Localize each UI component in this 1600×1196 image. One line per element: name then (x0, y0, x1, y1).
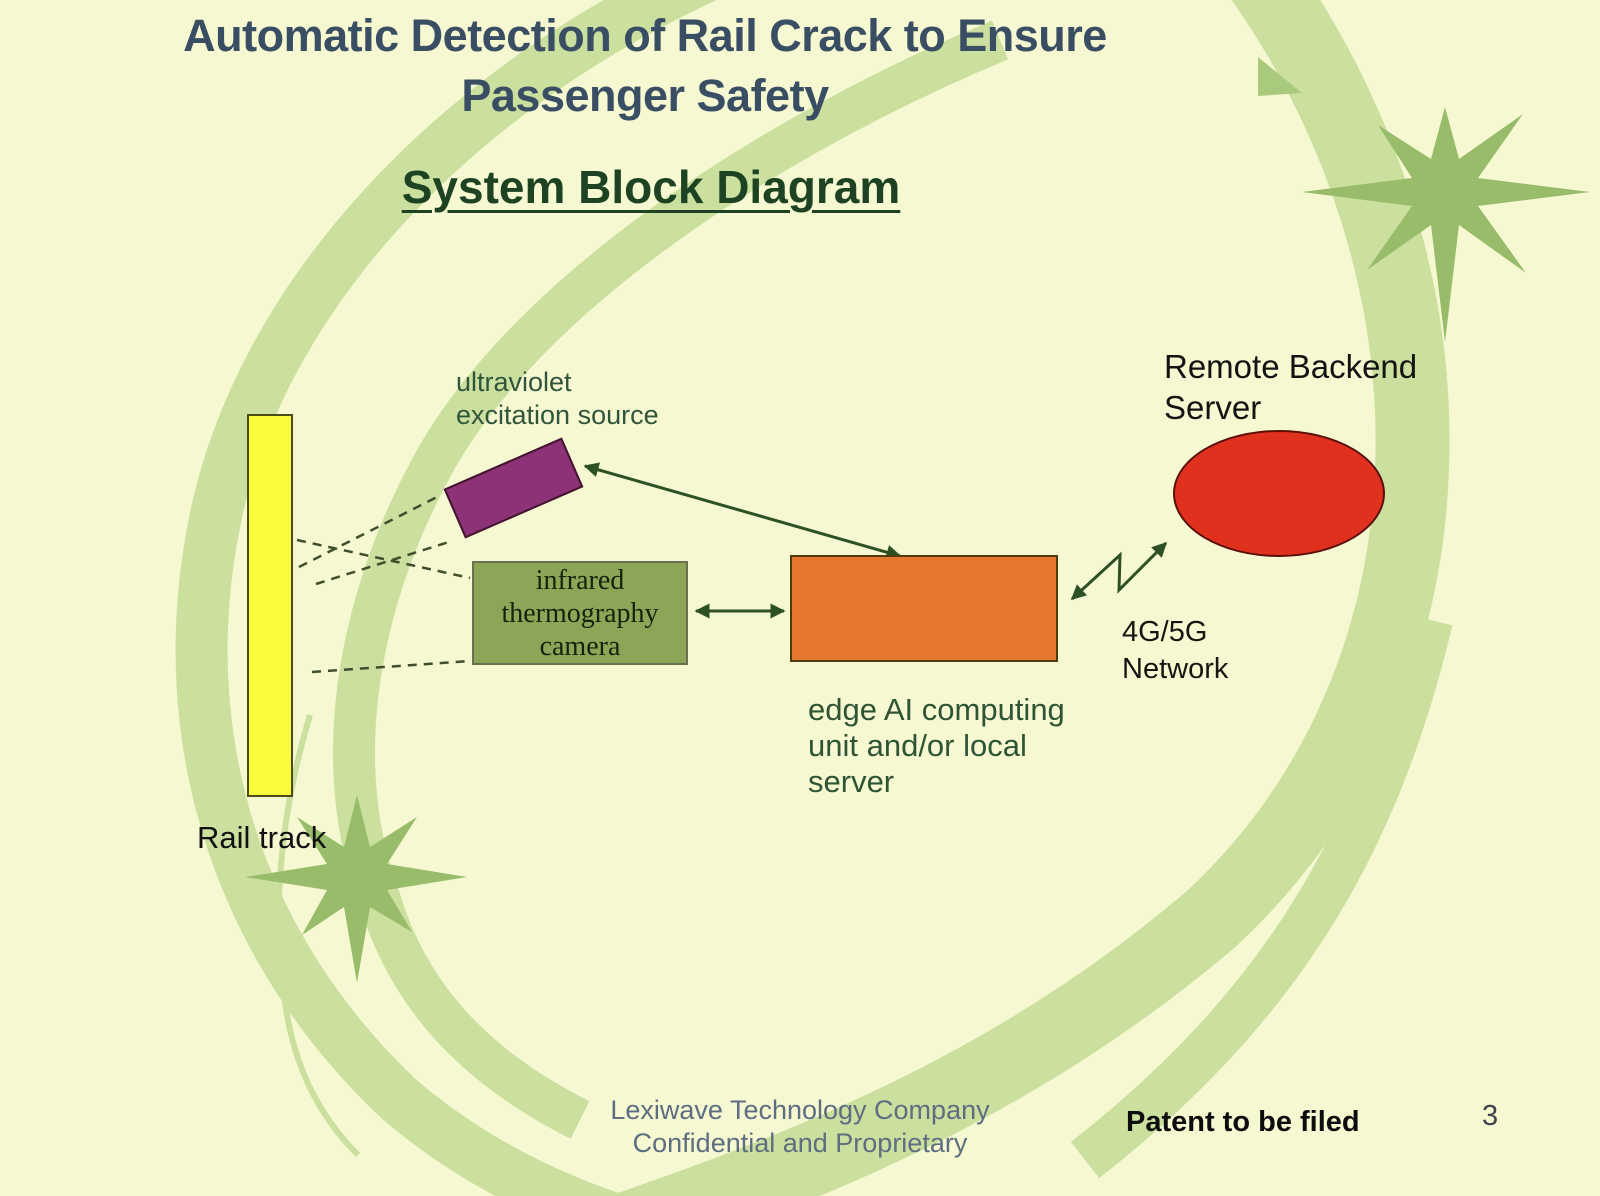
rail-beam-dashed-line-3 (315, 539, 453, 586)
page-number: 3 (1482, 1100, 1499, 1132)
starburst-bottom-left-icon (245, 795, 467, 983)
uv-edgeai-double-arrow (583, 462, 902, 560)
backend-server-shape (1173, 430, 1385, 557)
corner-wedge (1258, 57, 1302, 96)
network-label: 4G/5G Network (1122, 616, 1229, 685)
background-swoosh-left-outer (175, 0, 718, 1196)
rail-track-label: Rail track (197, 820, 327, 855)
slide-title-line1: Automatic Detection of Rail Crack to Ens… (183, 10, 1107, 61)
background-swoosh-right-inner (1070, 614, 1453, 1179)
backend-server-label: Remote Backend Server (1164, 348, 1418, 426)
ir-camera-shape: infrared thermography camera (472, 561, 688, 665)
edge-ai-shape (790, 555, 1058, 662)
rail-beam-dashed-line-4 (311, 659, 471, 674)
slide-subtitle: System Block Diagram (401, 161, 901, 213)
ir-camera-label-line3: camera (539, 630, 621, 662)
footer-company-line2: Confidential and Proprietary (632, 1128, 968, 1158)
rail-beam-dashed-line-1 (298, 495, 438, 569)
ir-camera-label-line2: thermography (501, 597, 659, 629)
background-thin-arc (275, 714, 361, 1158)
ir-camera-label-line1: infrared (535, 564, 625, 596)
uv-source-label: ultraviolet excitation source (456, 367, 659, 430)
network-zigzag-arrow (1070, 541, 1168, 601)
footer-company-line1: Lexiwave Technology Company (610, 1095, 990, 1125)
rail-track-shape (247, 414, 293, 797)
footer-patent-note: Patent to be filed (1126, 1106, 1360, 1138)
footer-company: Lexiwave Technology Company Confidential… (500, 1094, 1100, 1160)
background-swoosh-left-inner (333, 20, 1009, 1139)
edge-ai-label: edge AI computing unit and/or local serv… (808, 692, 1065, 799)
slide-title-line2: Passenger Safety (461, 70, 829, 121)
slide-title: Automatic Detection of Rail Crack to Ens… (0, 6, 1290, 126)
rail-beam-dashed-line-2 (296, 538, 471, 580)
starburst-top-right-icon (1302, 107, 1590, 342)
